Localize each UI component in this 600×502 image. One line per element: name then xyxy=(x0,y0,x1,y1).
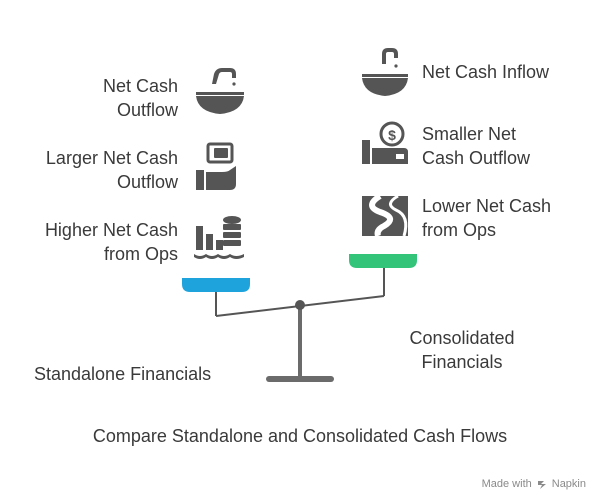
made-with-napkin-footer: Made with Napkin xyxy=(482,478,586,490)
right-pan-label: Consolidated Financials xyxy=(409,328,515,372)
faucet-bowl-icon xyxy=(362,48,408,96)
dollar-wallet-icon: $ xyxy=(362,121,408,164)
money-hand-icon xyxy=(196,142,236,190)
right-item-net-cash-inflow: Net Cash Inflow xyxy=(422,62,550,82)
right-pan xyxy=(349,254,417,268)
left-item-higher-net-cash-from-ops: Higher Net Cash from Ops xyxy=(44,220,178,264)
left-pan xyxy=(182,278,250,292)
right-item-lower-net-cash-from-ops: Lower Net Cash from Ops xyxy=(422,196,552,240)
footer-made-with: Made with xyxy=(481,478,532,490)
scale-pivot xyxy=(295,300,305,310)
left-item-larger-net-cash-outflow: Larger Net Cash Outflow xyxy=(45,148,178,192)
napkin-logo-icon xyxy=(537,481,546,489)
right-item-smaller-net-cash-outflow: Smaller Net Cash Outflow xyxy=(422,124,531,168)
left-item-net-cash-outflow: Net Cash Outflow xyxy=(102,76,178,120)
faucet-sink-icon xyxy=(196,68,244,114)
winding-road-icon xyxy=(362,193,408,237)
bar-chart-coins-icon xyxy=(194,216,244,259)
scale-base xyxy=(266,376,334,382)
left-pan-label: Standalone Financials xyxy=(34,364,212,384)
svg-text:$: $ xyxy=(388,127,396,143)
footer-brand: Napkin xyxy=(551,478,586,490)
diagram-caption: Compare Standalone and Consolidated Cash… xyxy=(92,426,508,446)
scale-post xyxy=(298,306,302,376)
